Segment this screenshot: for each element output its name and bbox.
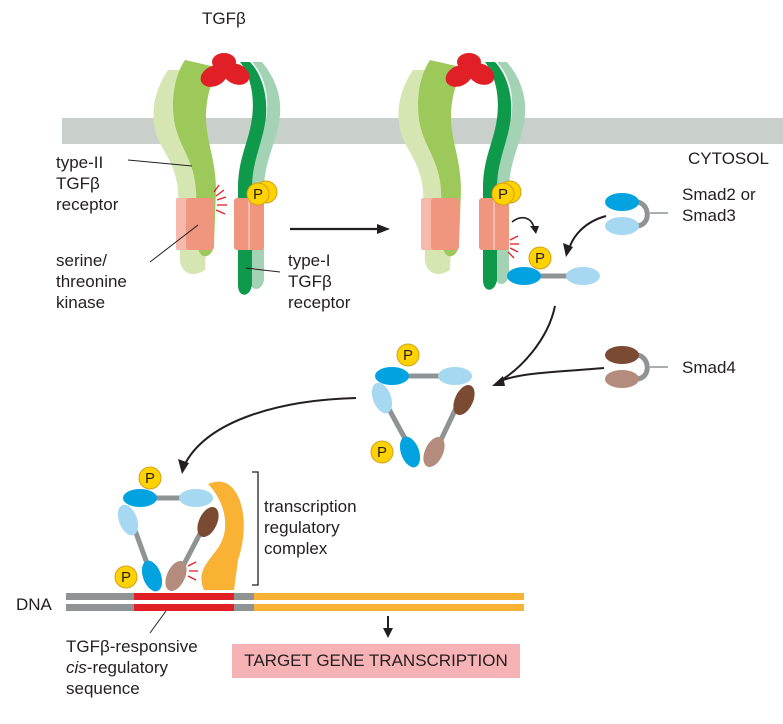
smad23-monomer [605,193,668,235]
activation-spark-active [507,235,519,259]
kinase-domain-type-ii [186,198,214,250]
dna-strand [66,593,524,611]
transcription-complex-label: transcription regulatory complex [264,497,357,558]
receptor-complex-active: P [398,53,539,290]
coactivator [201,481,244,590]
smad23-label: Smad2 or Smad3 [682,185,756,225]
receptor-complex-inactive: P [127,53,281,295]
leader-type-ii [127,159,193,167]
transcription-regulatory-complex: P P [114,466,244,592]
arrow-smad23-binding [569,215,607,247]
responsive-cis: cis [66,658,87,677]
svg-text:P: P [145,470,155,487]
arrow-smad4-binding [497,367,605,383]
complex-bracket [252,471,259,586]
tgfb-ligand-bound [445,53,495,87]
smad4-label: Smad4 [682,358,736,377]
type-ii-receptor-label: type-II TGFβ receptor [56,153,119,214]
smad23-phosphorylated: P [507,246,600,285]
svg-text:P: P [403,347,413,364]
leader-responsive [149,610,167,634]
target-gene-box [232,644,520,678]
phosphate-label: P [253,186,263,203]
svg-text:P: P [377,444,387,461]
activation-spark [213,184,227,215]
arrow-to-complex [497,305,556,383]
target-gene-label: TARGET GENE TRANSCRIPTION [244,651,508,670]
leader-kinase [149,224,199,263]
arrow-to-nucleus [185,397,357,463]
tgfb-ligand [200,53,250,87]
responsive-sequence-label: TGFβ-responsive cis-regulatory sequence [66,636,198,699]
type-i-receptor-label: type-I TGFβ receptor [288,251,351,312]
dna-label: DNA [16,595,52,614]
smad-trimer: P P [370,343,475,468]
responsive-prefix: TGFβ-responsive [66,637,198,656]
phospho-transfer-arrow [511,216,535,229]
svg-text:P: P [121,569,131,586]
leader-type-i [245,267,281,273]
arrow-activation [290,224,390,234]
phosphate-group: P [246,180,278,206]
svg-text:P: P [498,186,508,203]
target-gene [254,593,524,600]
responsive-suffix: -regulatory [86,658,169,677]
svg-text:P: P [535,250,545,267]
smad4-monomer [605,346,668,388]
responsive-sequence: sequence [66,679,140,698]
kinase-label: serine/ threonine kinase [56,251,127,312]
responsive-element [134,593,234,600]
tgfb-label: TGFβ [202,9,246,28]
phosphate-group: P [491,180,522,206]
cytosol-label: CYTOSOL [688,149,769,168]
